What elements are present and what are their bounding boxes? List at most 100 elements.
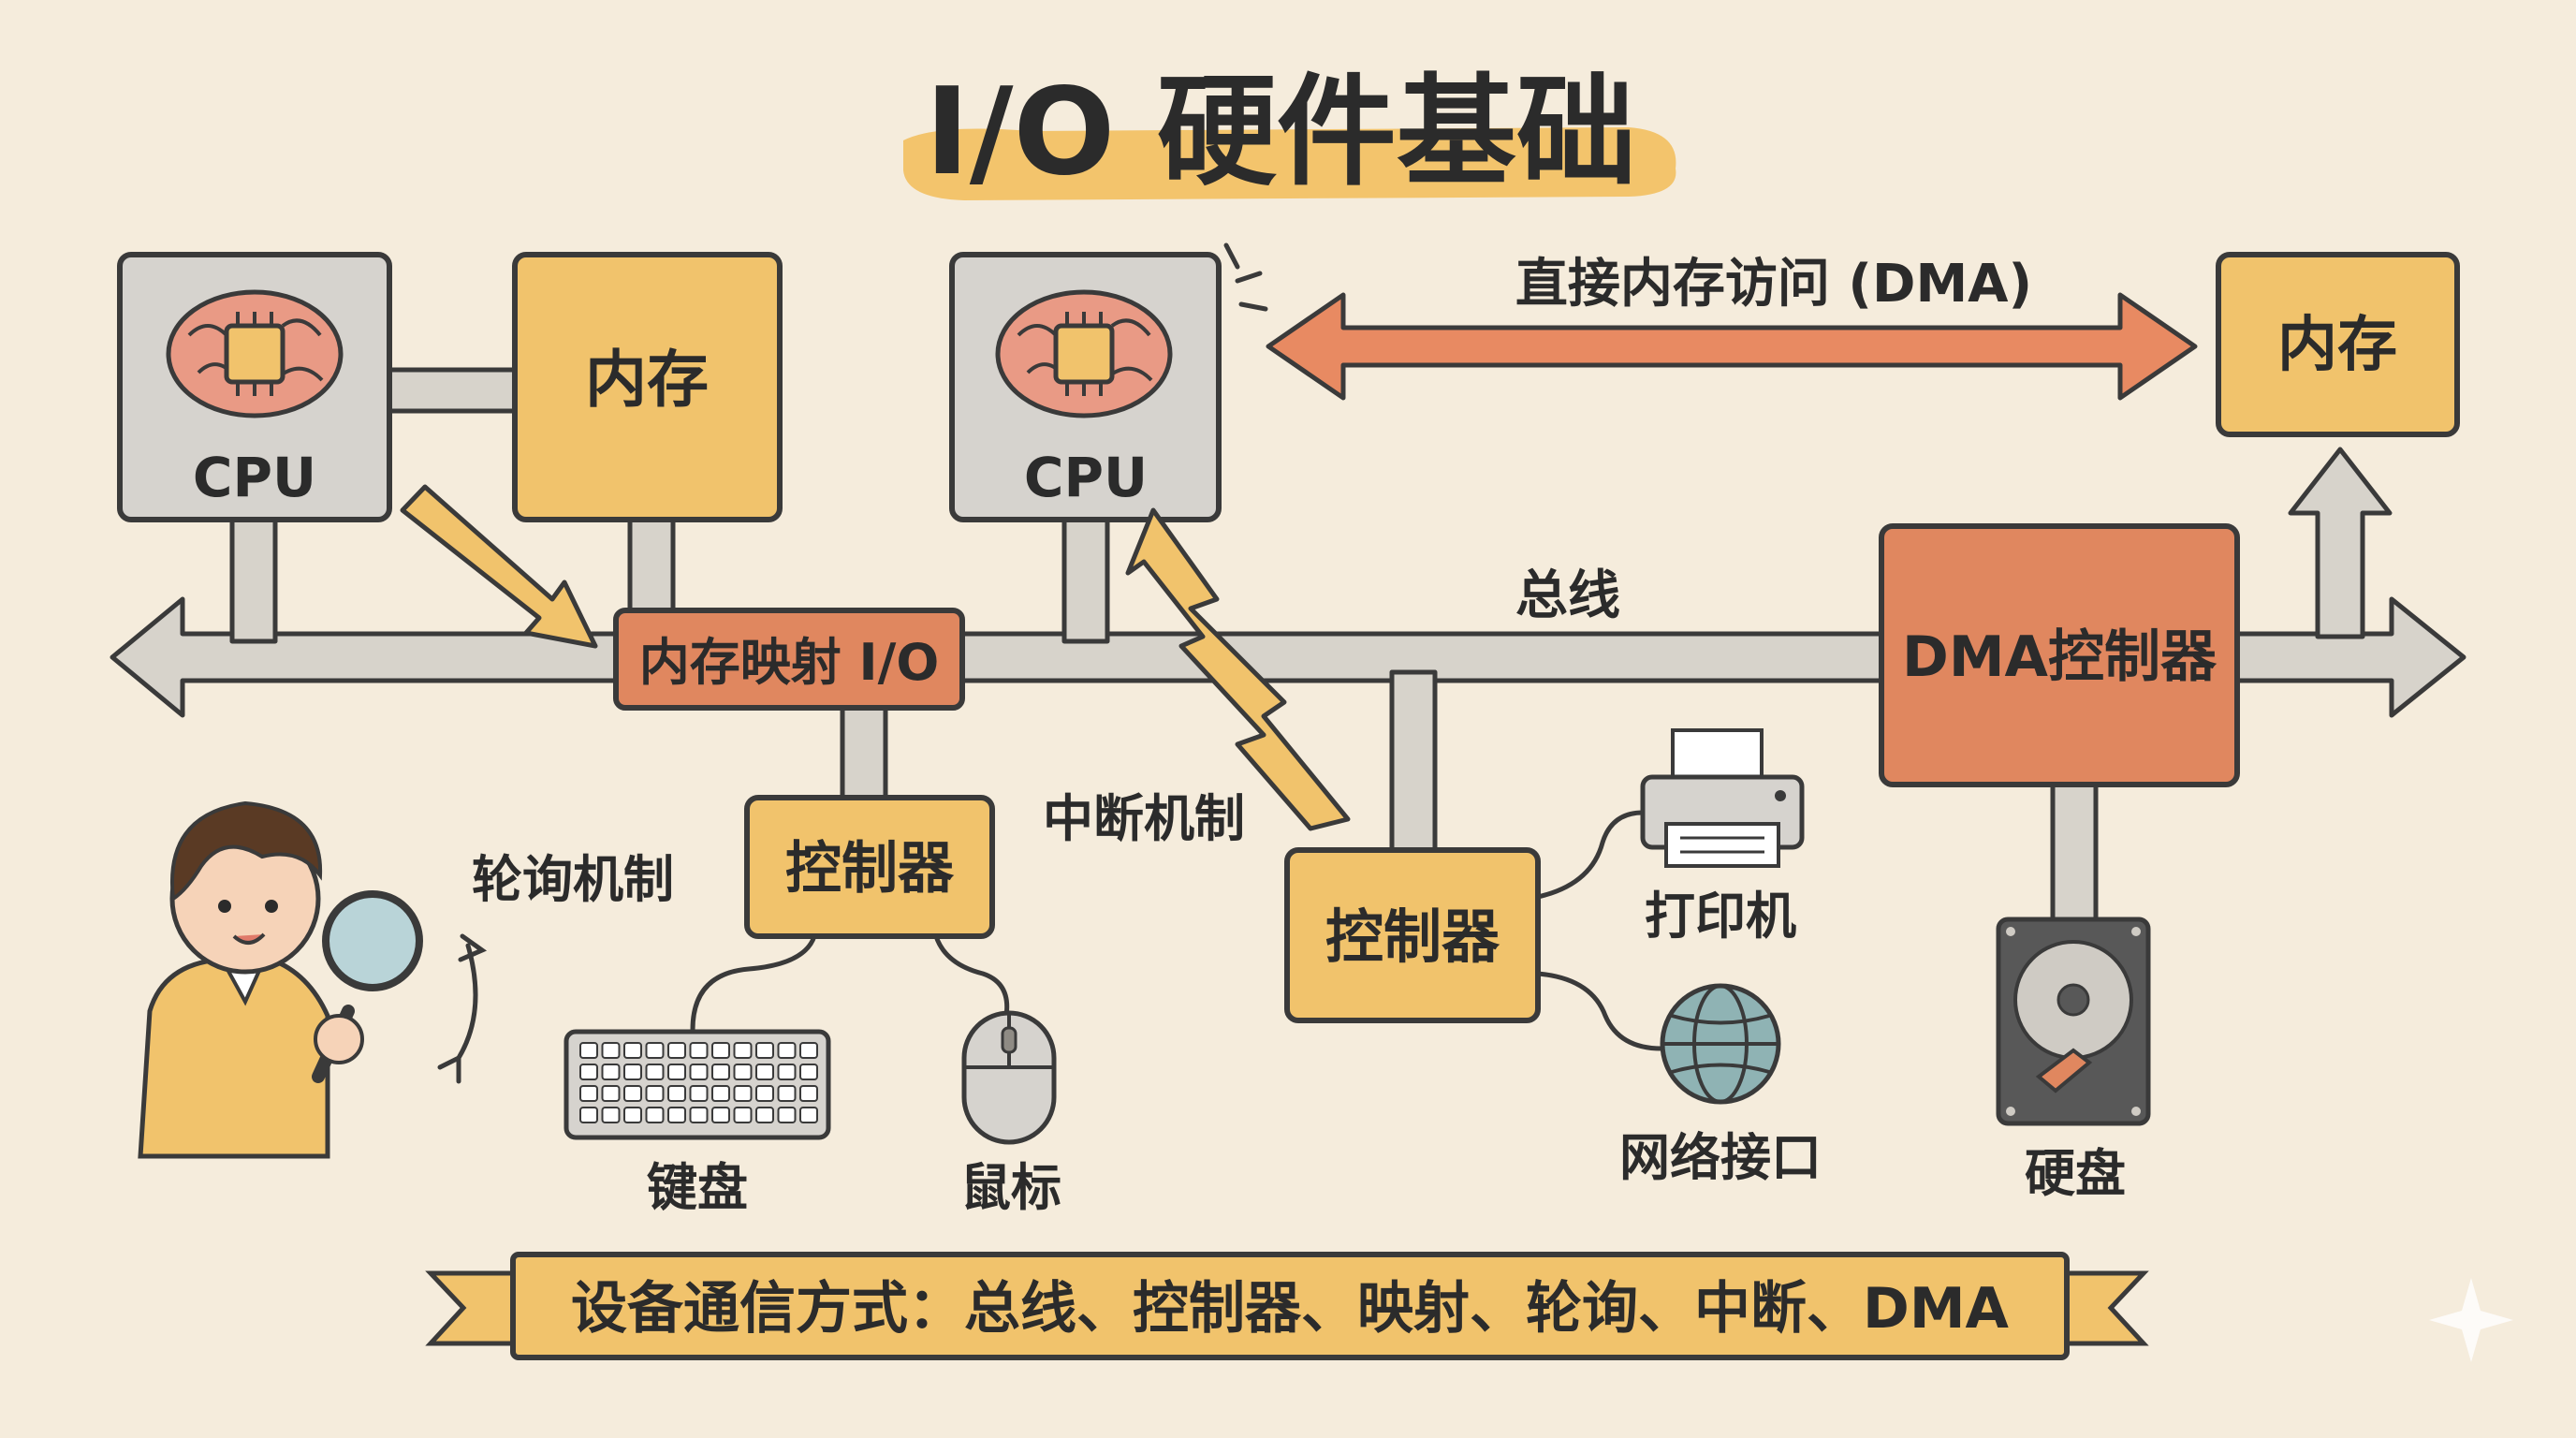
brain-chip-icon bbox=[166, 289, 344, 418]
kid-with-magnifier-icon bbox=[138, 800, 423, 1159]
mmio-label: 内存映射 I/O bbox=[639, 633, 940, 692]
interrupt-label: 中断机制 bbox=[1043, 789, 1245, 848]
keyboard-key bbox=[777, 1064, 797, 1080]
keyboard-key bbox=[689, 1107, 709, 1123]
system-bus bbox=[110, 596, 2466, 718]
left-memory-label: 内存 bbox=[585, 344, 709, 416]
dma-transfer-label: 直接内存访问 (DMA) bbox=[1515, 254, 2032, 315]
keyboard-key bbox=[667, 1107, 686, 1123]
keyboard-key bbox=[799, 1107, 818, 1123]
mouse-icon bbox=[961, 1010, 1057, 1145]
disk-label: 硬盘 bbox=[2025, 1144, 2126, 1203]
left-memory-mmio-link bbox=[627, 517, 676, 614]
network-cable bbox=[1535, 971, 1664, 1051]
keyboard-key bbox=[601, 1107, 621, 1123]
mmio-box bbox=[613, 608, 965, 711]
keyboard-key bbox=[689, 1042, 709, 1059]
footer-label: 设备通信方式：总线、控制器、映射、轮询、中断、DMA bbox=[571, 1276, 2010, 1342]
keyboard-key bbox=[623, 1064, 642, 1080]
keyboard-key bbox=[601, 1085, 621, 1102]
keyboard-key bbox=[689, 1064, 709, 1080]
keyboard-key bbox=[579, 1042, 598, 1059]
cpu-to-mmio-arrow bbox=[400, 484, 598, 649]
keyboard-key bbox=[777, 1085, 797, 1102]
mouse-cable bbox=[933, 933, 1010, 1019]
dma-double-arrow bbox=[1266, 292, 2198, 401]
polling-label: 轮询机制 bbox=[472, 850, 674, 909]
left-memory-box bbox=[512, 252, 783, 522]
polling-cycle-arrow bbox=[456, 943, 478, 1061]
keyboard-key bbox=[579, 1064, 598, 1080]
title-highlight bbox=[903, 127, 1676, 200]
brain-chip-icon bbox=[995, 289, 1173, 418]
keyboard-key bbox=[755, 1107, 774, 1123]
printer-cable bbox=[1535, 810, 1646, 900]
page-title: I/O 硬件基础 bbox=[925, 63, 1636, 202]
keyboard-cable bbox=[690, 933, 817, 1033]
keyboard-key bbox=[667, 1042, 686, 1059]
keyboard-key bbox=[711, 1085, 730, 1102]
keyboard-key bbox=[645, 1085, 665, 1102]
keyboard-key bbox=[579, 1085, 598, 1102]
keyboard-key bbox=[733, 1042, 753, 1059]
keyboard-key bbox=[755, 1042, 774, 1059]
keyboard-key bbox=[579, 1107, 598, 1123]
keyboard-key bbox=[711, 1064, 730, 1080]
keyboard-key bbox=[733, 1064, 753, 1080]
polling-arrow-head-top bbox=[458, 933, 488, 962]
alert-lines-icon bbox=[1223, 242, 1268, 312]
cpu-memory-link bbox=[373, 367, 520, 414]
keyboard-label: 键盘 bbox=[647, 1158, 748, 1217]
keyboard-key bbox=[711, 1107, 730, 1123]
left-controller-box bbox=[744, 795, 995, 939]
keyboard-key bbox=[601, 1064, 621, 1080]
keyboard-key bbox=[799, 1064, 818, 1080]
keyboard-key bbox=[799, 1085, 818, 1102]
dma-controller-label: DMA控制器 bbox=[1902, 624, 2217, 690]
printer-label: 打印机 bbox=[1645, 887, 1796, 946]
keyboard-key bbox=[667, 1085, 686, 1102]
keyboard-key bbox=[755, 1085, 774, 1102]
footer-banner bbox=[510, 1252, 2070, 1360]
keyboard-key bbox=[623, 1042, 642, 1059]
keyboard-key bbox=[777, 1042, 797, 1059]
keyboard-key bbox=[645, 1107, 665, 1123]
keyboard-key bbox=[799, 1042, 818, 1059]
network-label: 网络接口 bbox=[1619, 1128, 1822, 1187]
interrupt-lightning-icon bbox=[1125, 507, 1351, 831]
right-controller-label: 控制器 bbox=[1325, 902, 1500, 971]
keyboard-key bbox=[711, 1042, 730, 1059]
dma-disk-link bbox=[2050, 774, 2099, 925]
left-cpu-bus-link bbox=[229, 512, 278, 644]
memory-up-arrow bbox=[2288, 447, 2393, 639]
left-controller-label: 控制器 bbox=[785, 836, 955, 902]
globe-icon bbox=[1660, 983, 1781, 1105]
mmio-controller-link bbox=[840, 701, 888, 800]
center-cpu-label: CPU bbox=[1024, 446, 1148, 509]
keyboard-key bbox=[689, 1085, 709, 1102]
right-memory-label: 内存 bbox=[2277, 311, 2397, 380]
keyboard-key bbox=[623, 1085, 642, 1102]
controller-bus-link bbox=[1389, 669, 1438, 853]
keyboard-key bbox=[755, 1064, 774, 1080]
hard-disk-icon bbox=[1996, 917, 2151, 1126]
center-cpu-bus-link bbox=[1061, 517, 1110, 644]
printer-icon bbox=[1640, 728, 1805, 868]
left-cpu-label: CPU bbox=[193, 446, 316, 509]
polling-arrow-head-bottom bbox=[437, 1053, 461, 1084]
keyboard-key bbox=[601, 1042, 621, 1059]
keyboard-key bbox=[667, 1064, 686, 1080]
dma-controller-box bbox=[1879, 523, 2240, 787]
keyboard-key bbox=[645, 1042, 665, 1059]
keyboard-key bbox=[645, 1064, 665, 1080]
keyboard-key bbox=[733, 1085, 753, 1102]
right-memory-box bbox=[2216, 252, 2460, 437]
bus-label: 总线 bbox=[1515, 565, 1620, 626]
sparkle-icon bbox=[2429, 1278, 2513, 1362]
keyboard-icon bbox=[564, 1029, 831, 1140]
keyboard-key bbox=[777, 1107, 797, 1123]
keyboard-key bbox=[623, 1107, 642, 1123]
mouse-label: 鼠标 bbox=[960, 1158, 1061, 1217]
ribbon-left-tail bbox=[425, 1270, 527, 1346]
